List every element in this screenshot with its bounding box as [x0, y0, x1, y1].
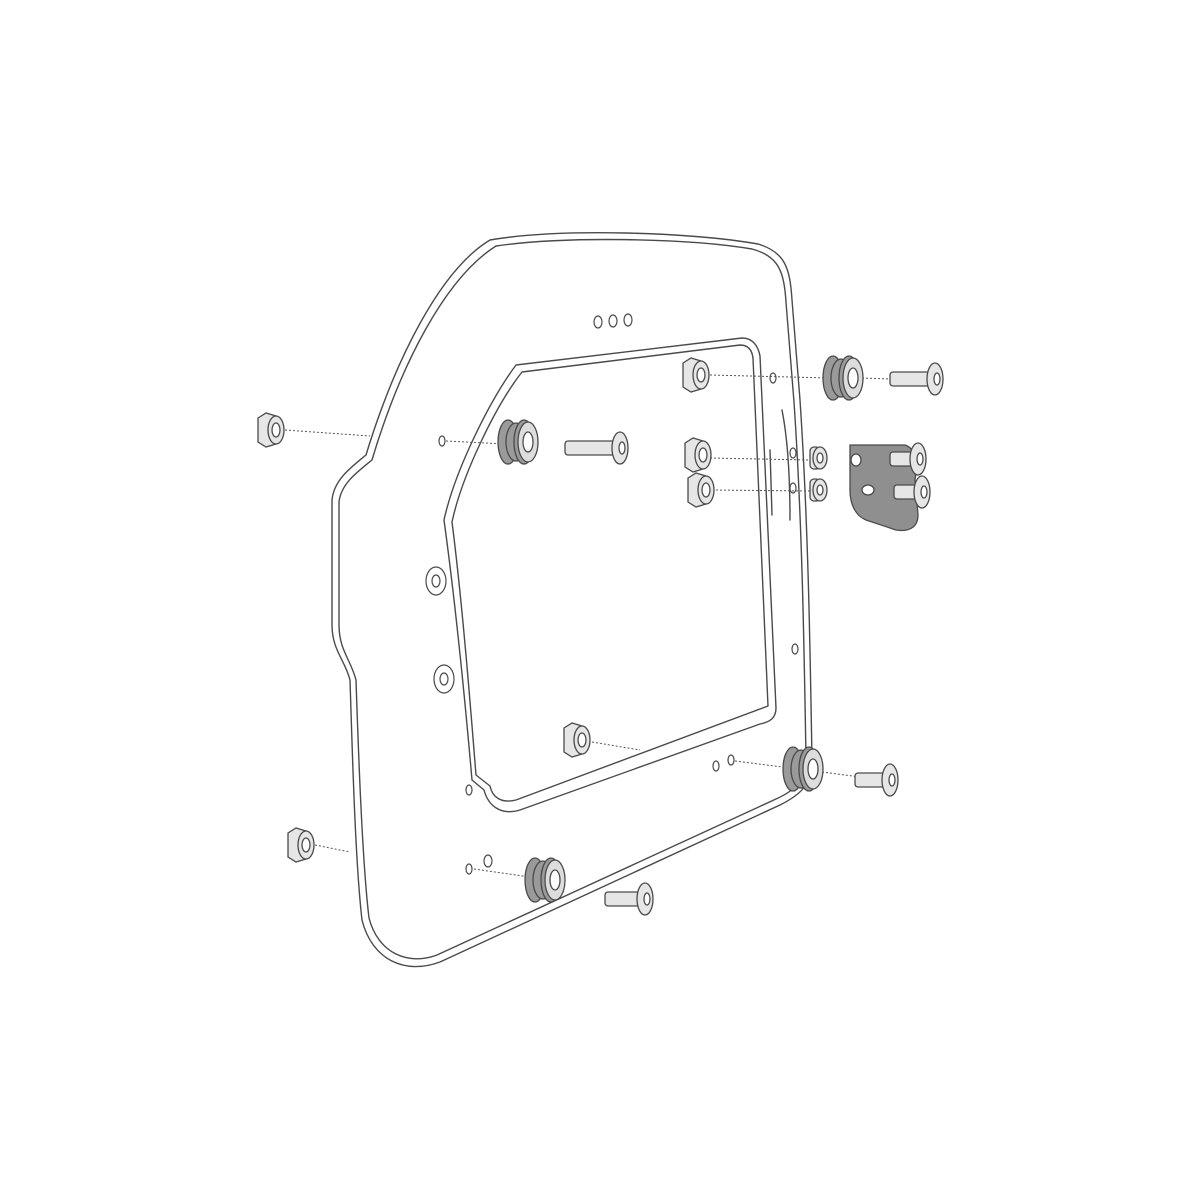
assembly-lines: [284, 374, 891, 878]
nut: [257, 412, 285, 448]
washer: [809, 478, 828, 502]
rubber-grommet: [822, 355, 864, 401]
nut: [687, 472, 715, 508]
mounting-plate: [331, 232, 813, 968]
bolt: [889, 442, 927, 476]
rubber-grommet: [782, 746, 824, 792]
nut: [563, 722, 591, 758]
bolt: [854, 763, 899, 797]
bolt: [604, 882, 654, 916]
bolt: [889, 362, 944, 396]
rubber-grommet: [497, 419, 539, 465]
nut: [684, 437, 712, 473]
washer: [809, 446, 828, 470]
nut: [287, 827, 315, 863]
plate-holes: [425, 313, 799, 875]
rubber-grommet: [524, 857, 566, 903]
bolt: [893, 475, 931, 509]
bolt: [564, 431, 629, 465]
nut: [682, 357, 710, 393]
